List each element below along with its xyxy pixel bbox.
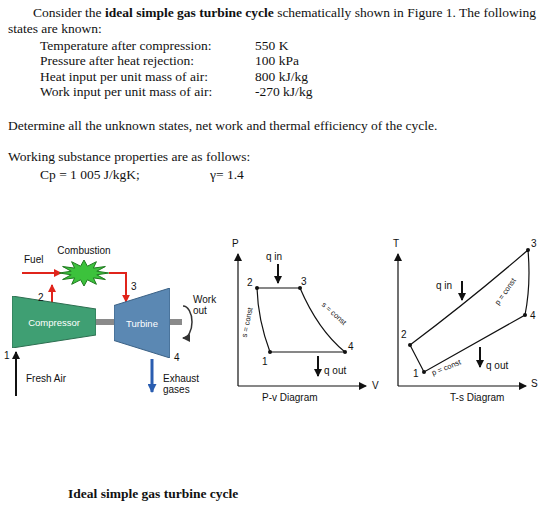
heat-label: q out [324, 365, 346, 376]
problem-text: -270 kJ/kg [255, 84, 312, 100]
fuel-arrow [22, 272, 61, 274]
state-number: 2 [38, 292, 44, 303]
state-number: 2 [247, 277, 253, 288]
outlet-label: Exhaust gases [163, 373, 208, 395]
shaft [168, 319, 182, 325]
state-number: 1 [262, 356, 268, 367]
flow-line [109, 273, 126, 302]
flow-line [51, 285, 53, 303]
state-number: 3 [301, 276, 307, 287]
axis-label: V [372, 380, 379, 391]
heat-arrow [317, 356, 319, 376]
process-label: s = const [320, 300, 348, 327]
state-number: 2 [401, 329, 407, 340]
state-number: 3 [531, 238, 537, 249]
problem-text: ideal simple gas turbine cycle [105, 5, 274, 20]
problem-paragraph: Consider the ideal simple gas turbine cy… [8, 5, 536, 37]
heat-arrow [479, 347, 481, 367]
component-name: Turbine [126, 318, 158, 329]
heat-arrow [461, 281, 463, 300]
exhaust-arrow [151, 359, 154, 392]
problem-text: 800 kJ/kg [255, 69, 308, 85]
cycle-curve [410, 250, 529, 372]
state-number: 4 [348, 341, 354, 352]
heat-arrow [277, 264, 279, 283]
axis-label: S [531, 378, 538, 389]
axis-label: T [393, 238, 399, 249]
work-label: Work out [193, 294, 221, 316]
inlet-label: Fresh Air [26, 373, 66, 384]
diagram-title: T-s Diagram [450, 392, 504, 403]
problem-text: 100 kPa [255, 53, 299, 69]
turbine: Turbine [114, 288, 170, 358]
problem-text: Cp = 1 005 J/kgK; [40, 167, 140, 183]
problem-text: Working substance properties are as foll… [8, 149, 250, 165]
chamber-heading: Combustion [57, 245, 110, 256]
problem-text: γ= 1.4 [210, 167, 244, 183]
problem-text: Heat input per unit mass of air: [40, 69, 208, 85]
problem-text: Work input per unit mass of air: [40, 84, 212, 100]
shaft [96, 319, 114, 325]
state-number: 4 [174, 352, 180, 363]
state-number: 1 [4, 350, 10, 361]
axis-label: P [232, 238, 239, 249]
problem-text: 550 K [255, 38, 288, 54]
problem-text: Determine all the unknown states, net wo… [8, 118, 437, 134]
component-name: Compressor [28, 317, 80, 328]
state-number: 3 [131, 281, 137, 292]
figure-caption: Ideal simple gas turbine cycle [68, 486, 238, 502]
air-arrow [15, 352, 17, 396]
state-number: 4 [530, 310, 536, 321]
combustion-chamber: Combustion [55, 245, 113, 287]
axis [237, 254, 238, 386]
fuel-label: Fuel [24, 254, 43, 265]
problem-text: Pressure after heat rejection: [40, 53, 194, 69]
compressor: Compressor [12, 296, 96, 348]
heat-label: q in [436, 280, 452, 291]
process-label: s = const [239, 306, 254, 337]
problem-text: Temperature after compression: [40, 38, 211, 54]
heat-label: q in [266, 251, 282, 262]
axis [238, 385, 366, 386]
heat-label: q out [486, 360, 508, 371]
diagram-title: P-v Diagram [262, 392, 318, 403]
work-arrow [183, 306, 192, 338]
axis [397, 254, 398, 386]
state-number: 1 [413, 368, 419, 379]
process-label: p = const [493, 276, 518, 306]
cycle-curve [257, 288, 345, 352]
problem-text: Consider the [33, 5, 102, 20]
axis [398, 385, 526, 386]
